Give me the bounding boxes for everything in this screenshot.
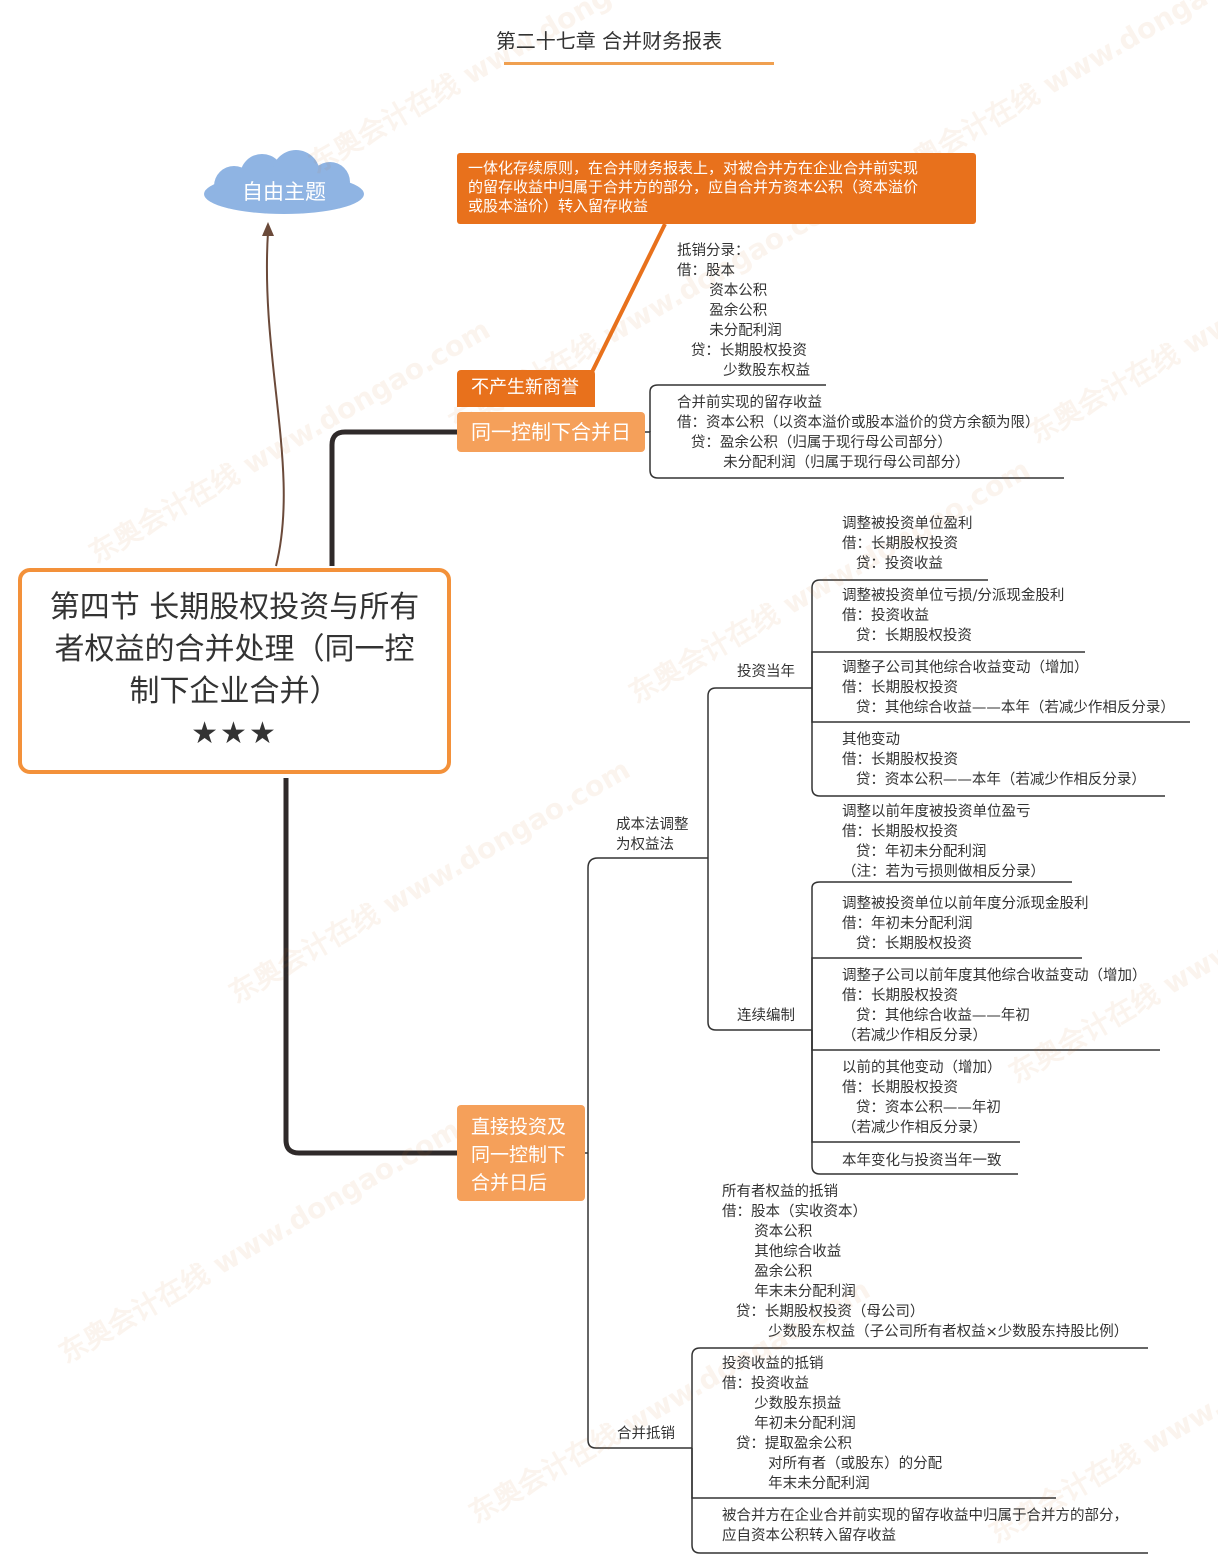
elimination-entry: 抵销分录： 借：股本 资本公积 盈余公积 未分配利润 贷：长期股权投资 少数股东… (677, 243, 811, 379)
after-branch-label: 直接投资及 同一控制下 合并日后 (471, 1116, 567, 1194)
root-to-free-topic-arrow (265, 231, 285, 567)
goodwill-node[interactable]: 不产生新商誉 (457, 370, 595, 406)
cloud-shape (204, 150, 364, 214)
principle-note: 一体化存续原则，在合并财务报表上，对被合并方在企业合并前实现 的留存收益中归属于… (468, 159, 919, 215)
entry-prior-other-change: 以前的其他变动（增加） 借：长期股权投资 贷：资本公积——年初 （若减少作相反分… (842, 1060, 1002, 1136)
continuous-node[interactable]: 连续编制 (737, 1008, 795, 1024)
entry-prior-oci: 调整子公司以前年度其他综合收益变动（增加） 借：长期股权投资 贷：其他综合收益—… (842, 968, 1147, 1044)
entry-loss-dividend-adjust: 调整被投资单位亏损/分派现金股利 借：投资收益 贷：长期股权投资 (842, 588, 1065, 644)
entry-prior-profit-loss: 调整以前年度被投资单位盈亏 借：长期股权投资 贷：年初未分配利润 （注：若为亏损… (842, 804, 1045, 880)
same-day-branch[interactable]: 同一控制下合并日 (457, 412, 645, 452)
entry-equity-elimination: 所有者权益的抵销 借：股本（实收资本） 资本公积 其他综合收益 盈余公积 年末未… (722, 1184, 1129, 1340)
current-year-node[interactable]: 投资当年 (737, 664, 795, 680)
consolidation-elimination-node[interactable]: 合并抵销 (617, 1426, 675, 1442)
entry-investment-income-elimination: 投资收益的抵销 借：投资收益 少数股东损益 年初未分配利润 贷：提取盈余公积 对… (722, 1356, 943, 1492)
root-topic[interactable]: 第四节 长期股权投资与所有者权益的合并处理（同一控制下企业合并） ★★★ (18, 568, 451, 774)
entry-same-as-first-year: 本年变化与投资当年一致 (842, 1153, 1002, 1169)
free-topic-node[interactable]: 自由主题 (242, 180, 326, 204)
entry-oci-adjust: 调整子公司其他综合收益变动（增加） 借：长期股权投资 贷：其他综合收益——本年（… (842, 660, 1175, 716)
principle-callout[interactable]: 一体化存续原则，在合并财务报表上，对被合并方在企业合并前实现 的留存收益中归属于… (457, 153, 976, 224)
entry-prior-dividend: 调整被投资单位以前年度分派现金股利 借：年初未分配利润 贷：长期股权投资 (842, 896, 1089, 952)
entry-profit-adjust: 调整被投资单位盈利 借：长期股权投资 贷：投资收益 (842, 516, 973, 572)
after-branch[interactable]: 直接投资及 同一控制下 合并日后 (457, 1105, 585, 1201)
page-title: 第二十七章 合并财务报表 (495, 29, 723, 53)
root-title: 第四节 长期股权投资与所有者权益的合并处理（同一控制下企业合并） (49, 590, 420, 709)
importance-stars: ★★★ (191, 716, 278, 751)
retained-earnings-entry: 合并前实现的留存收益 借：资本公积（以资本溢价或股本溢价的贷方余额为限） 贷：盈… (677, 395, 1040, 471)
cost-to-equity-node[interactable]: 成本法调整 为权益法 (616, 817, 689, 853)
entry-other-change: 其他变动 借：长期股权投资 贷：资本公积——本年（若减少作相反分录） (842, 732, 1146, 788)
title-underline (504, 62, 774, 65)
entry-retained-earnings-transfer: 被合并方在企业合并前实现的留存收益中归属于合并方的部分， 应自资本公积转入留存收… (722, 1508, 1128, 1544)
